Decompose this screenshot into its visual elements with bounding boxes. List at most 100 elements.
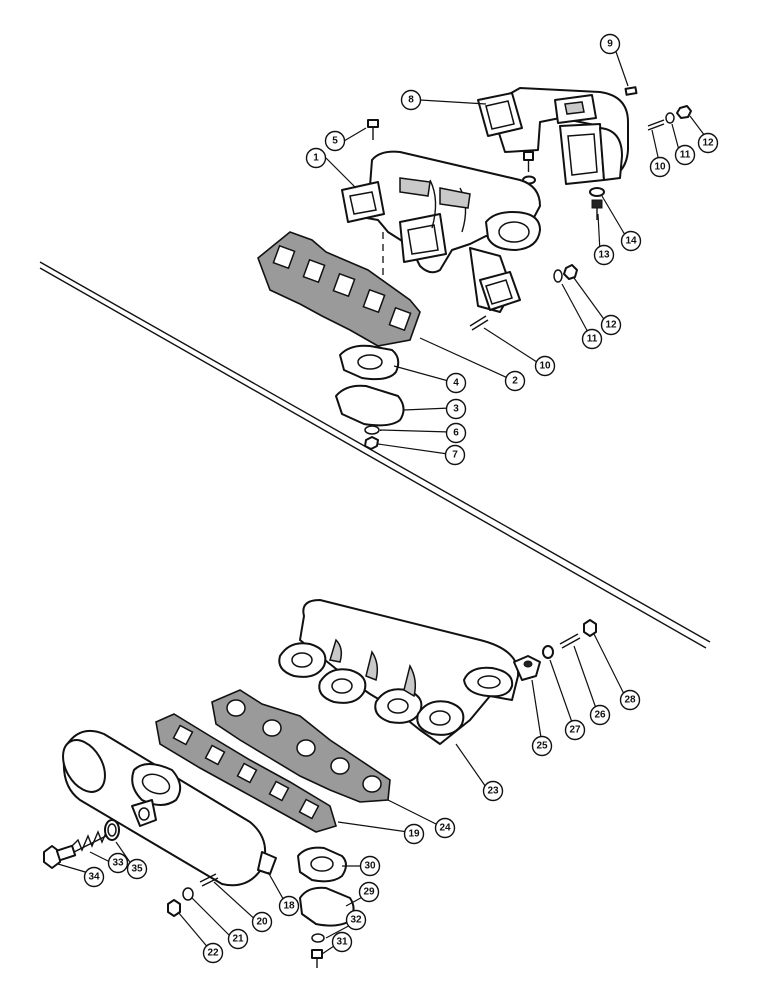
cover-gasket-4	[339, 344, 400, 381]
callout-25-label: 25	[536, 741, 548, 752]
callout-30: 30	[359, 855, 381, 877]
callout-33-label: 33	[112, 858, 124, 869]
divider-line	[39, 261, 711, 649]
callout-27: 27	[564, 719, 586, 741]
callout-11-lower: 11	[581, 328, 603, 350]
cover-plate-29	[299, 886, 355, 927]
callout-10-lower-label: 10	[539, 361, 551, 372]
callout-10-lower: 10	[534, 355, 556, 377]
callout-23-label: 23	[487, 786, 499, 797]
callout-2: 2	[504, 370, 526, 392]
callout-5: 5	[324, 130, 346, 152]
callout-27-label: 27	[569, 725, 581, 736]
washer-part-27	[542, 645, 554, 659]
callout-7-label: 7	[452, 450, 458, 461]
callout-24: 24	[434, 817, 456, 839]
gasket-part-19	[155, 713, 337, 833]
callout-28-label: 28	[624, 695, 636, 706]
nut-part-22	[167, 899, 181, 917]
callout-8: 8	[400, 89, 422, 111]
callout-9: 9	[599, 33, 621, 55]
callout-6: 6	[445, 422, 467, 444]
callout-14: 14	[620, 230, 642, 252]
heater-body-part-18	[62, 730, 277, 887]
callout-18-label: 18	[283, 901, 295, 912]
bolt-part-5	[367, 119, 379, 140]
callout-7: 7	[444, 444, 466, 466]
callout-29-label: 29	[363, 887, 375, 898]
callout-12-upper: 12	[697, 132, 719, 154]
callout-21: 21	[227, 928, 249, 950]
callout-31: 31	[331, 931, 353, 953]
callout-11-upper-label: 11	[680, 150, 691, 161]
callout-23: 23	[482, 780, 504, 802]
fitting-part-25	[513, 655, 541, 681]
callout-2-label: 2	[512, 376, 518, 387]
callout-31-label: 31	[336, 937, 348, 948]
callout-6-label: 6	[453, 428, 459, 439]
nut-part-28	[583, 619, 597, 637]
crossover-elbow-part-8	[477, 87, 629, 185]
callout-24-label: 24	[439, 823, 451, 834]
callout-20-label: 20	[256, 917, 268, 928]
callout-11-lower-label: 11	[587, 334, 598, 345]
callout-4-label: 4	[453, 378, 459, 389]
callout-32-label: 32	[350, 915, 362, 926]
callout-21-label: 21	[232, 934, 244, 945]
callout-12-upper-label: 12	[702, 138, 714, 149]
callout-11-upper: 11	[674, 144, 696, 166]
callout-35-label: 35	[131, 864, 143, 875]
cover-plate-3	[335, 384, 405, 427]
callout-9-label: 9	[607, 39, 613, 50]
stud-part-10-lower	[469, 315, 489, 331]
gasket-part-24	[211, 689, 391, 803]
callout-12-lower: 12	[600, 314, 622, 336]
washer-part-32	[311, 933, 325, 943]
stud-part-26	[559, 633, 581, 649]
intake-manifold-part-1	[341, 150, 541, 313]
callout-1: 1	[305, 147, 327, 169]
stud-part-20	[199, 873, 219, 887]
bolt-part-31	[311, 949, 323, 968]
bolt-icon	[522, 151, 536, 185]
callout-20: 20	[251, 911, 273, 933]
callout-10-upper-label: 10	[654, 162, 666, 173]
callout-22: 22	[202, 942, 224, 964]
fitting-part-34	[43, 844, 77, 869]
callout-35: 35	[126, 858, 148, 880]
gasket-part-2	[257, 231, 421, 347]
stud-nut-washer-upper	[647, 105, 692, 131]
callout-30-label: 30	[364, 861, 376, 872]
cover-gasket-30	[297, 846, 347, 883]
callout-19: 19	[403, 823, 425, 845]
pin-part-9	[624, 86, 638, 96]
exhaust-manifold-part-23	[278, 599, 520, 745]
callout-19-label: 19	[408, 829, 420, 840]
callout-28: 28	[619, 689, 641, 711]
bolt-washer-13-14	[589, 187, 605, 220]
washer-nut-6-7	[364, 425, 380, 450]
callout-3-label: 3	[453, 404, 459, 415]
callout-12-lower-label: 12	[605, 320, 617, 331]
callout-3: 3	[445, 398, 467, 420]
callout-13: 13	[593, 244, 615, 266]
callout-32: 32	[345, 909, 367, 931]
callout-13-label: 13	[598, 250, 610, 261]
callout-29: 29	[358, 881, 380, 903]
callout-26-label: 26	[594, 710, 606, 721]
callout-14-label: 14	[625, 236, 637, 247]
callout-10-upper: 10	[649, 156, 671, 178]
gasket-ring-part-35	[104, 819, 120, 841]
callout-1-label: 1	[313, 153, 319, 164]
callout-22-label: 22	[207, 948, 219, 959]
callout-26: 26	[589, 704, 611, 726]
callout-33: 33	[107, 852, 129, 874]
washer-nut-11-12	[553, 264, 578, 283]
callout-5-label: 5	[332, 136, 338, 147]
callout-34: 34	[83, 866, 105, 888]
callout-34-label: 34	[88, 872, 100, 883]
callout-18: 18	[278, 895, 300, 917]
callout-4: 4	[445, 372, 467, 394]
callout-8-label: 8	[408, 95, 414, 106]
